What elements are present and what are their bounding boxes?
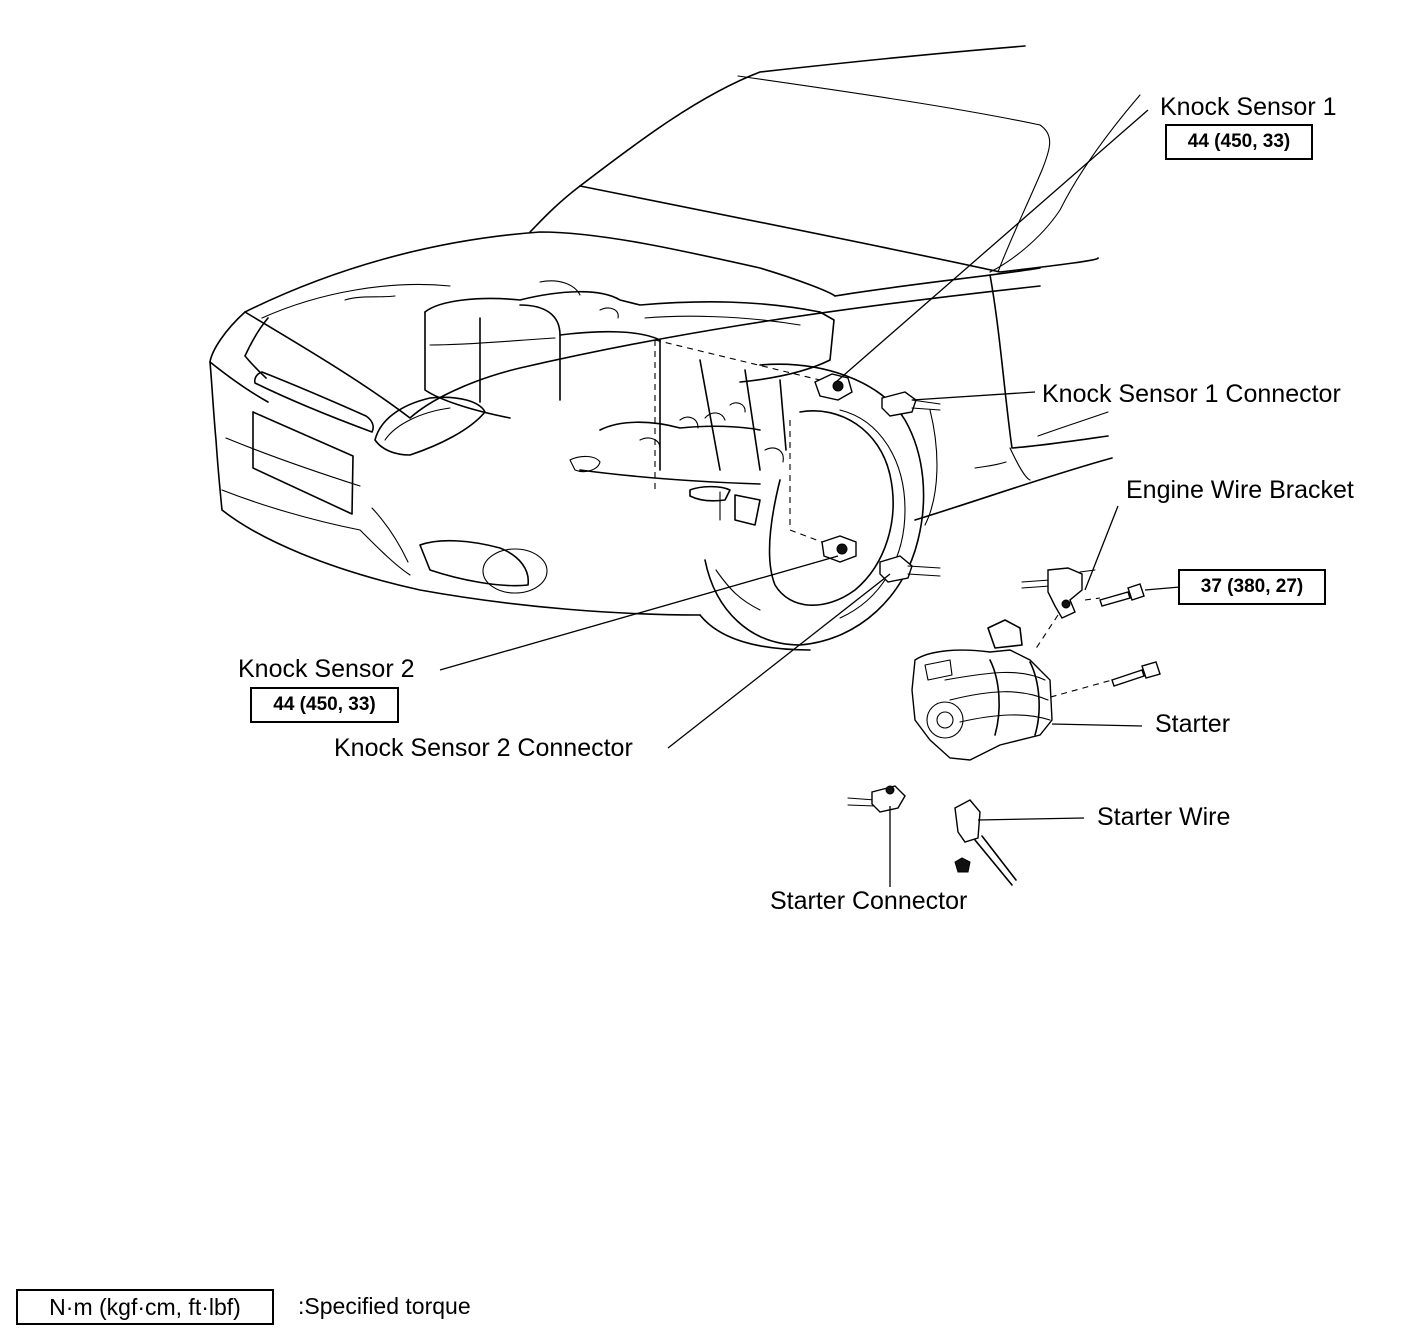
- front-wheel: [705, 364, 924, 645]
- knock-sensor-1-connector-part: [882, 392, 940, 416]
- knock-sensor-1-connector-label: Knock Sensor 1 Connector: [1042, 380, 1341, 408]
- starter-wire-label: Starter Wire: [1097, 803, 1231, 831]
- car-body-outline: [210, 46, 1140, 650]
- starter-wire-part: [955, 800, 1016, 885]
- bracket-bolt-part: [1100, 584, 1144, 606]
- torque-unit-legend-box: N·m (kgf·cm, ft·lbf): [16, 1289, 274, 1325]
- engine-block: [345, 281, 834, 525]
- bracket-bolt-torque-box: 37 (380, 27): [1178, 569, 1326, 605]
- starter-connector-label: Starter Connector: [770, 887, 968, 915]
- knock-sensor-1-torque-box: 44 (450, 33): [1165, 124, 1313, 160]
- knock-sensor-2-label: Knock Sensor 2: [238, 655, 415, 683]
- engine-wire-bracket-part: [1022, 568, 1095, 618]
- starter-bolt-part: [1112, 662, 1160, 686]
- torque-legend-description: :Specified torque: [298, 1293, 471, 1319]
- knock-sensor-2-connector-part: [880, 556, 940, 582]
- leader-lines: [440, 110, 1180, 887]
- knock-sensor-2-connector-label: Knock Sensor 2 Connector: [334, 734, 633, 762]
- knock-sensor-1-label: Knock Sensor 1: [1160, 93, 1337, 121]
- starter-label: Starter: [1155, 710, 1231, 738]
- starter-connector-part: [848, 786, 905, 812]
- starter-part: [912, 620, 1052, 760]
- knock-sensor-2-part: [822, 536, 856, 562]
- assembly-dash-lines: [655, 340, 1112, 700]
- engine-wire-bracket-label: Engine Wire Bracket: [1126, 476, 1354, 504]
- knock-sensor-2-torque-box: 44 (450, 33): [250, 687, 399, 723]
- knock-sensor-1-part: [815, 374, 852, 400]
